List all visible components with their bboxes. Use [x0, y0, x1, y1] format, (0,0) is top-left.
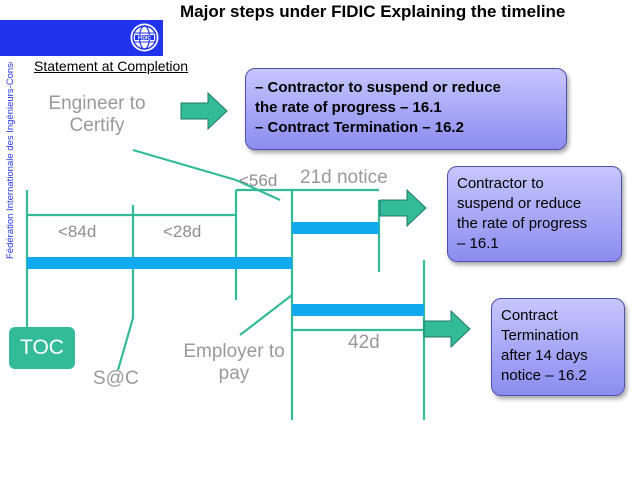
arrow-right-icon — [423, 309, 471, 349]
logo-text: FIDIC — [138, 35, 151, 41]
engineer-certify-line2: Certify — [69, 115, 125, 136]
callout-line: – 16.1 — [457, 235, 499, 252]
sac-label: S@C — [93, 368, 139, 389]
engineer-pointer — [132, 148, 237, 182]
arrow-right-icon — [379, 188, 427, 228]
callout-suspend: Contractor to suspend or reduce the rate… — [447, 166, 622, 262]
toc-badge: TOC — [9, 327, 75, 369]
callout-line: – Contractor to suspend or reduce — [255, 79, 501, 96]
callout-line: the rate of progress — [457, 215, 588, 232]
fidic-globe-logo-icon: FIDIC — [130, 23, 159, 52]
sac-pointer — [116, 317, 135, 371]
callout-line: after 14 days — [501, 347, 588, 364]
engineer-certify-label: Engineer to Certify — [30, 93, 164, 137]
side-text: Fédération Internationale des Ingénieurs… — [5, 62, 16, 259]
callout-line: – Contract Termination – 16.2 — [255, 119, 464, 136]
termination-bar — [292, 304, 424, 316]
callout-line: Contract — [501, 307, 558, 324]
callout-line: Termination — [501, 327, 579, 344]
callout-line: notice – 16.2 — [501, 367, 587, 384]
engineer-certify-line1: Engineer to — [48, 93, 146, 114]
employer-pay-label: Employer to pay — [175, 341, 293, 385]
arrow-right-icon — [180, 91, 228, 131]
subtitle: Statement at Completion — [34, 58, 189, 74]
notice21-label: 21d notice — [300, 167, 388, 188]
main-timeline-bar — [27, 257, 292, 269]
employer-pay-line2: pay — [218, 363, 250, 384]
side-text-label: Fédération Internationale des Ingénieurs… — [5, 62, 16, 259]
lt56d-label: <56d — [239, 171, 278, 190]
callout-line: suspend or reduce — [457, 195, 582, 212]
engineer-pointer-2 — [235, 178, 281, 202]
callout-line: the rate of progress – 16.1 — [255, 99, 442, 116]
notice-bar — [292, 222, 379, 234]
employer-pointer — [239, 294, 293, 336]
employer-pay-line1: Employer to — [183, 341, 285, 362]
d42-label: 42d — [348, 332, 380, 353]
lt84d-label: <84d — [58, 222, 97, 241]
callout-termination: Contract Termination after 14 days notic… — [491, 298, 625, 396]
page-title: Major steps under FIDIC Explaining the t… — [180, 2, 566, 21]
callout-line: Contractor to — [457, 175, 544, 192]
callout-contractor-actions: – Contractor to suspend or reduce the ra… — [245, 68, 567, 150]
lt28d-label: <28d — [163, 222, 202, 241]
